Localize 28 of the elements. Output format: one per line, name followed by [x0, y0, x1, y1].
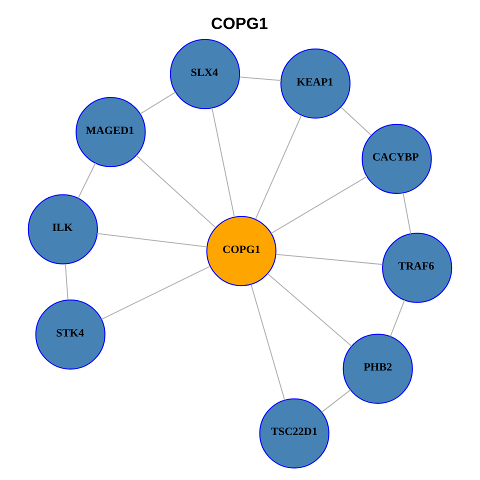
connector — [271, 176, 368, 234]
connector — [267, 272, 352, 346]
connector — [64, 264, 68, 300]
node-circle: MAGED1 — [76, 96, 146, 167]
connector — [402, 192, 412, 234]
connector — [78, 162, 96, 198]
connector — [140, 91, 176, 114]
node-circle: STK4 — [35, 298, 106, 370]
connector — [321, 389, 351, 412]
connector — [212, 107, 235, 217]
connector — [101, 265, 210, 320]
connector — [390, 299, 406, 336]
node-circle: COPG1 — [206, 216, 276, 286]
connector — [340, 106, 372, 136]
diagram-title: COPG1 — [211, 14, 268, 33]
connector — [136, 154, 216, 228]
connector — [255, 114, 302, 219]
connector — [276, 253, 382, 264]
node-circle: PHB2 — [342, 333, 413, 404]
node-circle: KEAP1 — [280, 48, 351, 118]
connector — [97, 232, 208, 247]
node-circle: CACYBP — [362, 123, 432, 194]
node-circle: SLX4 — [170, 38, 240, 109]
node-circle: TSC22D1 — [259, 398, 330, 468]
node-circle: ILK — [28, 194, 98, 264]
connector — [240, 76, 281, 81]
node-circle: TRAF6 — [382, 232, 452, 302]
connector — [250, 284, 286, 400]
